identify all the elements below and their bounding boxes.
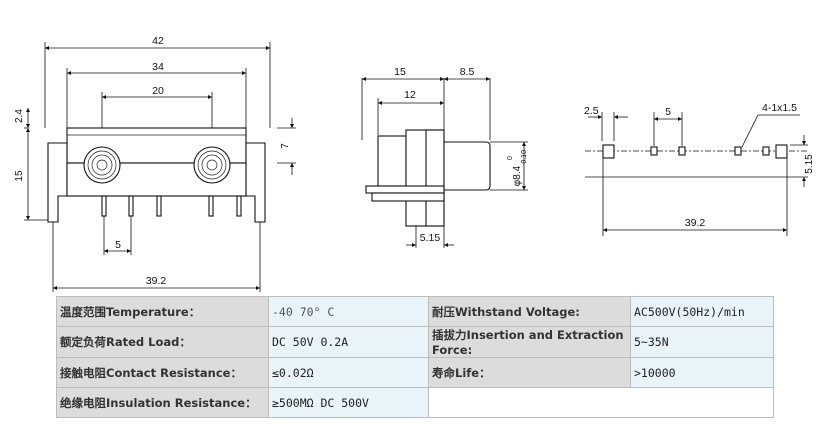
spec-value-rated-load: DC 50V 0.2A: [268, 326, 429, 358]
dim-projection: 8.5: [460, 66, 475, 78]
dim-height-left: 2.4: [14, 109, 25, 123]
spec-label-insertion-force: 插拔力Insertion and Extraction Force:: [428, 326, 631, 358]
dim-right-height: 7: [280, 143, 291, 149]
front-view: 42 34 20 2.4 15 7: [14, 35, 296, 292]
spec-value-insulation-resistance: ≥500MΩ DC 500V: [268, 387, 429, 418]
spec-value-contact-resistance: ≤0.02Ω: [268, 357, 429, 388]
spec-row: 温度范围Temperature： -40 70° C 耐压Withstand V…: [56, 296, 774, 327]
spec-empty-cell: [428, 387, 774, 418]
jack-left: [83, 146, 121, 184]
spec-value-life: >10000: [630, 357, 774, 388]
dim-hole-callout: 4-1x1.5: [762, 102, 797, 114]
technical-drawing: 42 34 20 2.4 15 7: [14, 35, 815, 292]
spec-row: 额定负荷Rated Load： DC 50V 0.2A 插拔力Insertion…: [56, 326, 774, 358]
spec-label-insulation-resistance: 绝缘电阻Insulation Resistance：: [56, 387, 269, 418]
spec-label-withstand-voltage: 耐压Withstand Voltage:: [428, 296, 631, 327]
spec-value-temperature: -40 70° C: [268, 296, 429, 327]
spec-label-rated-load: 额定负荷Rated Load：: [56, 326, 269, 358]
dim-pin-span: 39.2: [146, 275, 167, 287]
spec-table: 温度范围Temperature： -40 70° C 耐压Withstand V…: [56, 296, 774, 418]
spec-row: 绝缘电阻Insulation Resistance： ≥500MΩ DC 500…: [56, 387, 774, 418]
spec-label-contact-resistance: 接触电阻Contact Resistance：: [56, 357, 269, 388]
spec-value-withstand-voltage: AC500V(50Hz)/min: [630, 296, 774, 327]
footprint-view: 2.5 5 4-1x1.5 5.15 39.2: [584, 102, 815, 236]
dim-total-span: 39.2: [685, 217, 706, 229]
dim-overall-width: 42: [152, 35, 164, 47]
jack-right: [193, 146, 231, 184]
spec-label-life: 寿命Life：: [428, 357, 631, 388]
dim-footprint-pitch: 5: [665, 106, 671, 118]
dim-depth: 15: [394, 66, 406, 78]
spec-value-insertion-force: 5~35N: [630, 326, 774, 358]
side-view: 15 8.5 12 φ8.4 0 -0.10 5.15: [361, 66, 528, 248]
dim-tol-lower: -0.10: [521, 150, 528, 166]
dim-mid-width: 34: [152, 61, 164, 73]
dim-diameter: φ8.4: [512, 165, 523, 186]
dim-tol-upper: 0: [507, 156, 514, 160]
dim-pin-pitch: 5: [115, 239, 121, 251]
dim-plate: 5.15: [420, 232, 441, 244]
dim-edge-offset: 2.5: [584, 105, 599, 117]
dim-body-height: 15: [14, 170, 25, 182]
dim-inner: 12: [404, 89, 416, 101]
spec-label-temperature: 温度范围Temperature：: [56, 296, 269, 327]
dim-row-offset: 5.15: [804, 154, 815, 174]
dim-jack-pitch: 20: [152, 85, 164, 97]
spec-row: 接触电阻Contact Resistance： ≤0.02Ω 寿命Life： >…: [56, 357, 774, 388]
